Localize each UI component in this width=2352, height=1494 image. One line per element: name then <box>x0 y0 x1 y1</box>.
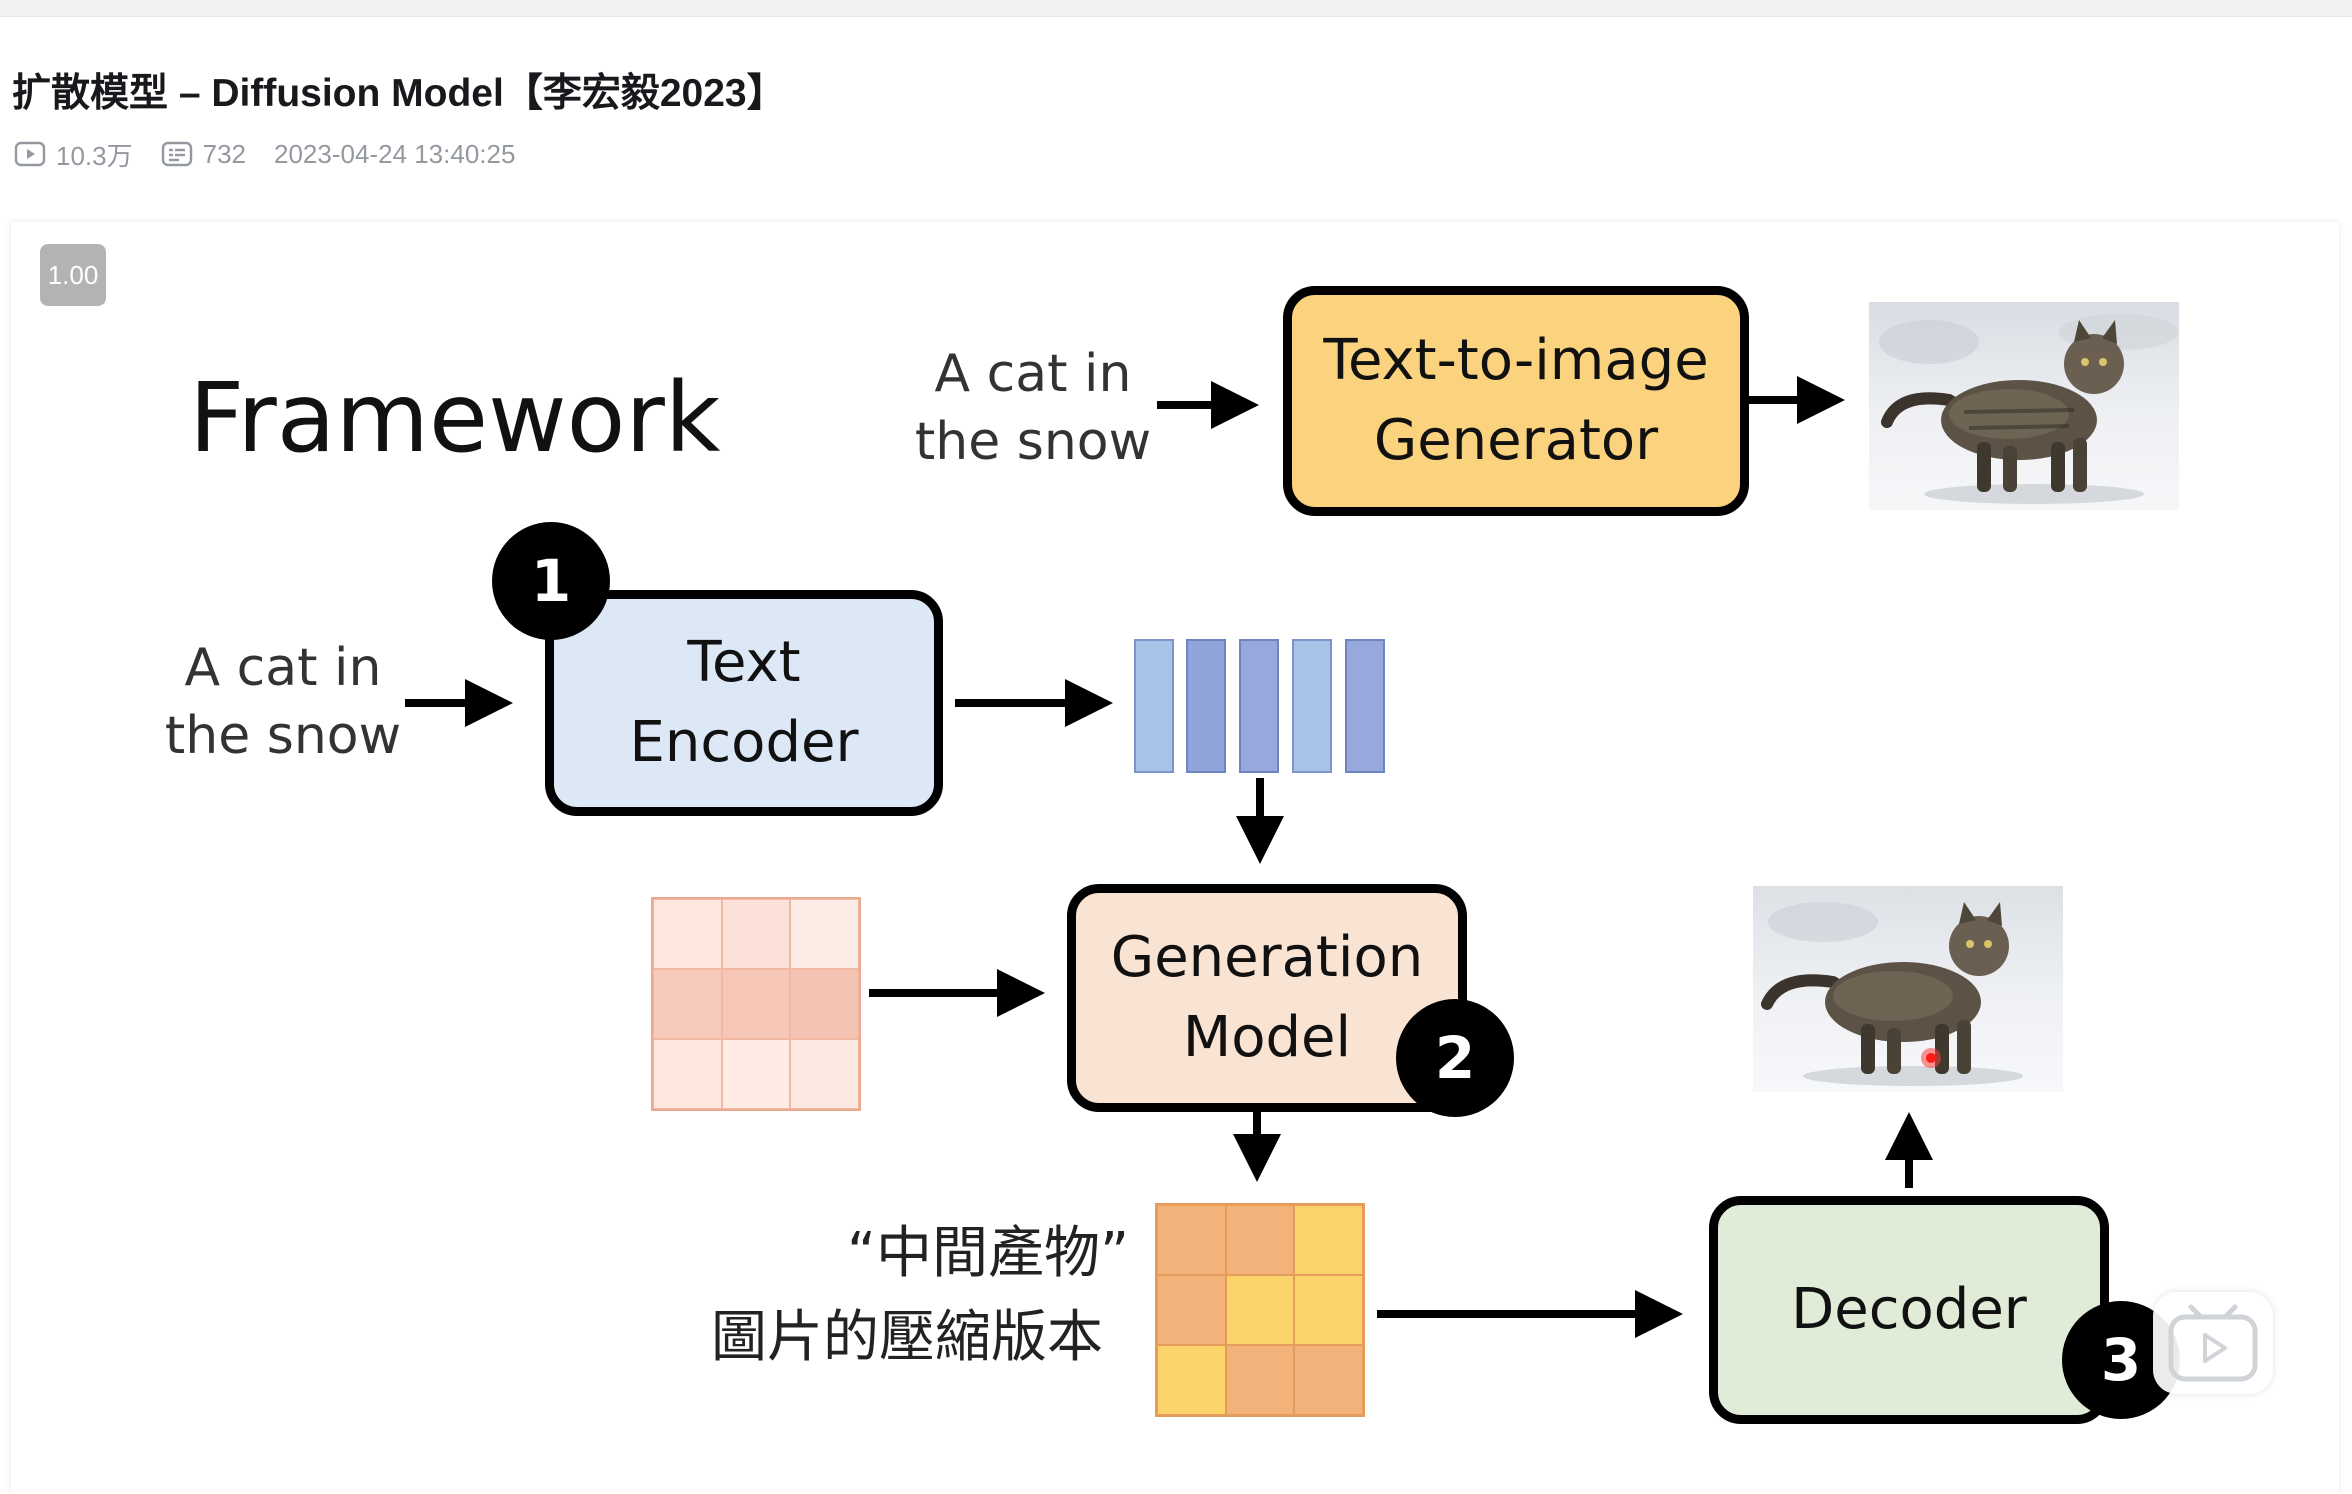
view-count-value: 10.3万 <box>56 140 133 171</box>
decoder-label: Decoder <box>1791 1277 2027 1342</box>
generation-model-box: Generation Model <box>1067 884 1467 1112</box>
encoder-prompt-line1: A cat in <box>184 638 382 698</box>
encoder-line2: Encoder <box>629 710 859 775</box>
danmaku-count: 732 <box>161 139 246 170</box>
t2i-prompt-label: A cat in the snow <box>911 340 1155 476</box>
danmaku-count-value: 732 <box>202 138 246 169</box>
slide-heading: Framework <box>189 362 721 474</box>
decoded-cat-image <box>1753 886 2063 1092</box>
t2i-line1: Text-to-image <box>1323 328 1709 393</box>
danmaku-icon <box>161 141 192 167</box>
flow-arrows <box>405 376 1933 1338</box>
t2i-line2: Generator <box>1373 408 1659 473</box>
step-badge-1: 1 <box>492 522 610 640</box>
compressed-image-label: 圖片的壓縮版本 <box>711 1305 1103 1370</box>
video-player[interactable]: Framework A cat in the snow Text-to-imag… <box>11 222 2339 1494</box>
play-overlay-icon <box>2168 1304 2258 1382</box>
generation-line1: Generation <box>1110 925 1424 990</box>
embedding-vector <box>1186 639 1226 773</box>
text-encoder-box: Text Encoder <box>545 590 943 816</box>
video-meta: 10.3万 732 2023-04-24 13:40:25 <box>14 134 543 174</box>
step-badge-2: 2 <box>1396 999 1514 1117</box>
encoder-line1: Text <box>687 630 801 695</box>
encoder-prompt-label: A cat in the snow <box>161 634 405 770</box>
embedding-vector <box>1292 639 1332 773</box>
t2i-prompt-line1: A cat in <box>934 344 1132 404</box>
embedding-vector <box>1239 639 1279 773</box>
bilibili-tv-icon[interactable] <box>2153 1292 2273 1394</box>
intermediate-product-label: “中間產物” <box>847 1221 1130 1286</box>
top-bar <box>0 0 2352 17</box>
generated-cat-image <box>1869 302 2179 510</box>
playback-speed-badge[interactable]: 1.00 <box>40 244 106 306</box>
t2i-prompt-line2: the snow <box>914 412 1152 472</box>
video-title: 扩散模型 – Diffusion Model【李宏毅2023】 <box>12 72 786 115</box>
publish-date: 2023-04-24 13:40:25 <box>274 138 516 169</box>
embedding-vector <box>1134 639 1174 773</box>
embedding-vector <box>1345 639 1385 773</box>
text-to-image-generator-box: Text-to-image Generator <box>1283 286 1749 516</box>
view-count: 10.3万 <box>14 136 133 173</box>
slide-frame: Framework A cat in the snow Text-to-imag… <box>11 222 2339 1494</box>
play-count-icon <box>14 141 46 167</box>
decoder-box: Decoder <box>1709 1196 2109 1424</box>
noise-grid <box>651 897 861 1111</box>
generation-line2: Model <box>1182 1005 1352 1070</box>
latent-grid <box>1155 1203 1365 1417</box>
encoder-prompt-line2: the snow <box>164 706 402 766</box>
